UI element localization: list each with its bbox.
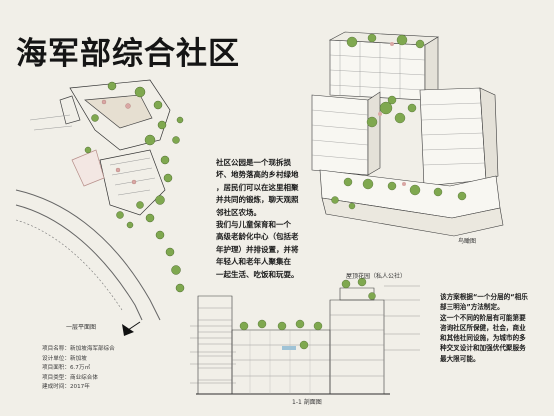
description-line: 高级老龄化中心（包括老	[216, 232, 299, 242]
description-line: 邻社区农场。	[216, 207, 261, 217]
page-title: 海军部综合社区	[16, 36, 240, 72]
scheme-line: 种交叉设计和加强优代聚服务	[440, 344, 526, 353]
site-plan-trees	[84, 81, 185, 293]
north-arrow-icon	[122, 321, 141, 336]
aerial-greenery	[331, 33, 467, 210]
scheme-description: 该方案根据“一个分层的“相乐 部三明治”方法制定。 这一个不同的阶层有可能第要 …	[440, 292, 528, 364]
description-line: 一起生活、吃饭和玩耍。	[216, 269, 299, 279]
community-description: 社区公园是一个现拆损 坏、地势落高的乡村绿地 ，居民们可以在这里相聚 并共同的锻…	[216, 157, 299, 281]
info-type: 项目类型：商业综合体	[42, 374, 98, 381]
description-line: 我们与儿童保育和一个	[216, 220, 291, 230]
description-line: ，居民们可以在这里相聚	[216, 182, 299, 192]
section-greenery	[239, 277, 376, 350]
site-plan	[15, 79, 171, 321]
aerial-flowers	[378, 42, 406, 186]
section-drawing	[190, 285, 420, 395]
description-line: 坏、地势落高的乡村绿地	[216, 170, 299, 180]
scheme-line: 这一个不同的阶层有可能第要	[440, 313, 526, 322]
scheme-line: 和其他社同设施，为城市的多	[440, 334, 526, 343]
info-area: 项目面积：6.7万㎡	[42, 365, 91, 372]
aerial-view	[311, 31, 504, 237]
project-info: 项目名称：新加坡海军部综合 设计单位：新加坡 项目面积：6.7万㎡ 项目类型：商…	[42, 344, 115, 392]
section-caption: 1-1 剖面图	[292, 399, 322, 406]
site-plan-flowers	[101, 99, 137, 185]
description-line: 年轻人和老年人聚集在	[216, 257, 291, 267]
description-line: 年护理）并排设置，并将	[216, 244, 299, 254]
info-year: 建成时间：2017年	[42, 384, 90, 391]
scheme-line: 该方案根据“一个分层的“相乐	[440, 293, 528, 301]
description-line: 并共同的锻炼，聊天观照	[216, 195, 299, 205]
info-name: 项目名称：新加坡海军部综合	[42, 346, 115, 352]
info-designer: 设计单位：新加坡	[42, 355, 87, 362]
roof-garden-label: 屋顶花园（私人公社）	[346, 273, 407, 280]
scheme-line: 咨询社区所保健，社会，商业	[440, 323, 526, 332]
plan-caption: 一层平面图	[66, 324, 97, 331]
scheme-line: 最大限可能。	[440, 354, 480, 363]
aerial-caption: 鸟瞰图	[458, 238, 477, 245]
section-water	[282, 346, 296, 350]
scheme-line: 部三明治”方法制定。	[440, 303, 504, 312]
description-line: 社区公园是一个现拆损	[216, 158, 291, 167]
